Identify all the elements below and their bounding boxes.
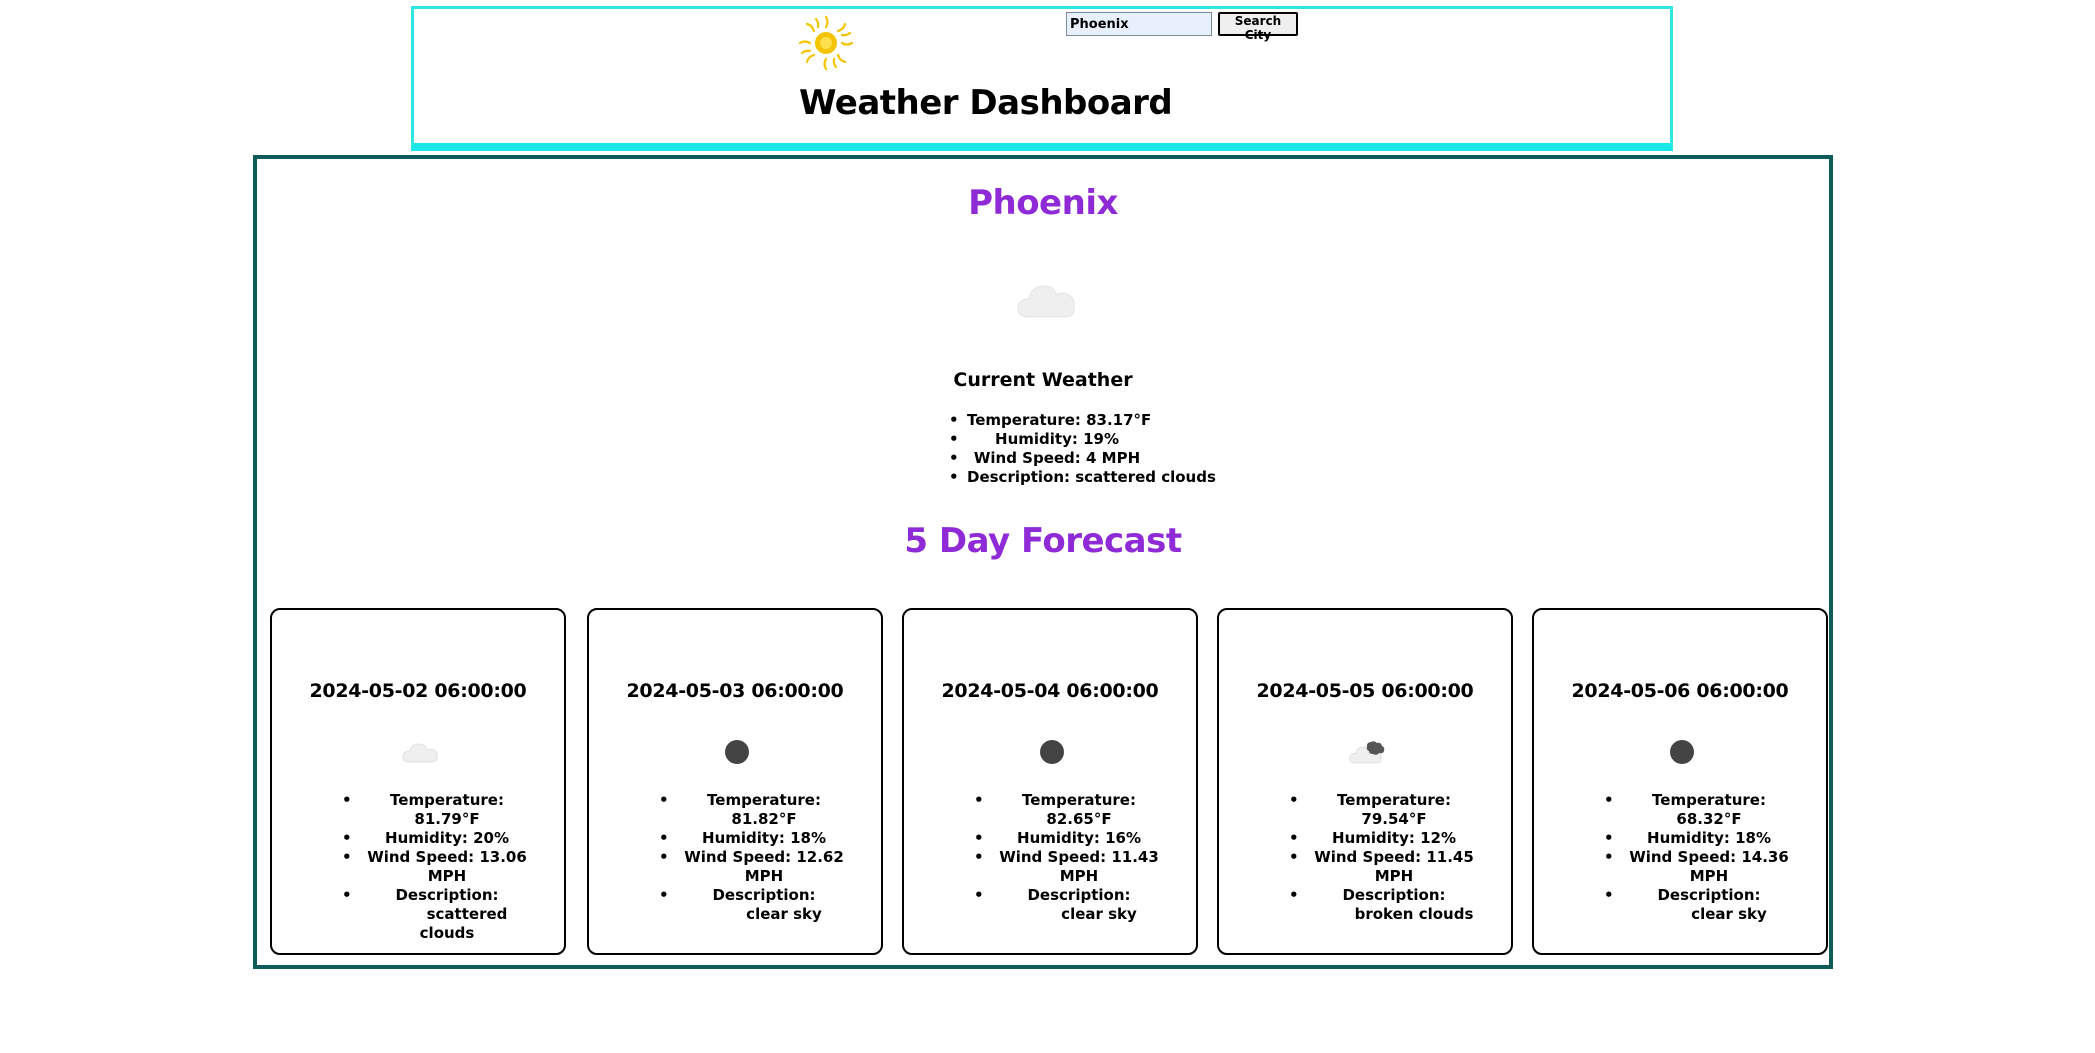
forecast-date: 2024-05-05 06:00:00	[1256, 680, 1474, 702]
forecast-date: 2024-05-04 06:00:00	[941, 680, 1159, 702]
forecast-heading: 5 Day Forecast	[904, 521, 1182, 561]
forecast-wind-speed: Wind Speed: 13.06 MPH	[342, 848, 532, 886]
cloud-icon	[402, 743, 438, 763]
weather-panel: Phoenix Current Weather Temperature: 83.…	[253, 155, 1833, 969]
forecast-description: Description: scattered clouds	[342, 886, 532, 943]
forecast-wind-speed: Wind Speed: 11.43 MPH	[974, 848, 1164, 886]
clear-sky-icon	[1040, 740, 1064, 764]
forecast-wind-speed: Wind Speed: 11.45 MPH	[1289, 848, 1479, 886]
current-wind-speed: Wind Speed: 4 MPH	[949, 449, 1147, 468]
forecast-details: Temperature: 81.79°F Humidity: 20% Wind …	[342, 791, 532, 943]
forecast-description: Description: broken clouds	[1289, 886, 1479, 924]
forecast-description: Description: clear sky	[974, 886, 1164, 924]
current-description: Description: scattered clouds	[949, 468, 1216, 487]
forecast-details: Temperature: 82.65°F Humidity: 16% Wind …	[974, 791, 1164, 924]
broken-clouds-icon	[1349, 741, 1385, 764]
forecast-details: Temperature: 79.54°F Humidity: 12% Wind …	[1289, 791, 1479, 924]
forecast-humidity: Humidity: 16%	[974, 829, 1164, 848]
city-name: Phoenix	[968, 183, 1118, 223]
clear-sky-icon	[725, 740, 749, 764]
forecast-details: Temperature: 68.32°F Humidity: 18% Wind …	[1604, 791, 1794, 924]
forecast-card: 2024-05-05 06:00:00 Temperature: 79.54°F…	[1217, 608, 1513, 955]
forecast-wind-speed: Wind Speed: 14.36 MPH	[1604, 848, 1794, 886]
forecast-temperature: Temperature: 68.32°F	[1604, 791, 1794, 829]
forecast-description-label: Description:	[1027, 886, 1131, 904]
header: Weather Dashboard Search City	[411, 6, 1673, 151]
forecast-description-value: clear sky	[1061, 905, 1137, 923]
forecast-date: 2024-05-02 06:00:00	[309, 680, 527, 702]
forecast-date: 2024-05-03 06:00:00	[626, 680, 844, 702]
forecast-description-value: clear sky	[746, 905, 822, 923]
cloud-icon	[1017, 285, 1075, 318]
forecast-humidity: Humidity: 20%	[342, 829, 532, 848]
forecast-humidity: Humidity: 18%	[659, 829, 849, 848]
forecast-description-label: Description:	[395, 886, 499, 904]
forecast-card: 2024-05-03 06:00:00 Temperature: 81.82°F…	[587, 608, 883, 955]
current-weather-heading: Current Weather	[953, 369, 1133, 391]
forecast-humidity: Humidity: 12%	[1289, 829, 1479, 848]
current-weather-list: Temperature: 83.17°F Humidity: 19% Wind …	[949, 411, 1216, 487]
forecast-temperature: Temperature: 81.82°F	[659, 791, 849, 829]
forecast-description: Description: clear sky	[1604, 886, 1794, 924]
forecast-temperature: Temperature: 81.79°F	[342, 791, 532, 829]
search-input[interactable]	[1066, 12, 1212, 36]
forecast-description-value: clear sky	[1691, 905, 1767, 923]
forecast-description-label: Description:	[1342, 886, 1446, 904]
forecast-card: 2024-05-06 06:00:00 Temperature: 68.32°F…	[1532, 608, 1828, 955]
current-humidity: Humidity: 19%	[949, 430, 1147, 449]
forecast-description-label: Description:	[1657, 886, 1761, 904]
clear-sky-icon	[1670, 740, 1694, 764]
forecast-details: Temperature: 81.82°F Humidity: 18% Wind …	[659, 791, 849, 924]
forecast-date: 2024-05-06 06:00:00	[1571, 680, 1789, 702]
forecast-description-value: scattered clouds	[419, 905, 508, 942]
forecast-card: 2024-05-02 06:00:00 Temperature: 81.79°F…	[270, 608, 566, 955]
forecast-temperature: Temperature: 79.54°F	[1289, 791, 1479, 829]
current-temperature: Temperature: 83.17°F	[949, 411, 1151, 430]
page-title: Weather Dashboard	[799, 83, 1173, 123]
forecast-description-value: broken clouds	[1354, 905, 1474, 923]
forecast-temperature: Temperature: 82.65°F	[974, 791, 1164, 829]
forecast-card: 2024-05-04 06:00:00 Temperature: 82.65°F…	[902, 608, 1198, 955]
forecast-humidity: Humidity: 18%	[1604, 829, 1794, 848]
search-city-button[interactable]: Search City	[1218, 12, 1298, 42]
sun-icon	[798, 15, 854, 71]
forecast-description: Description: clear sky	[659, 886, 849, 924]
forecast-wind-speed: Wind Speed: 12.62 MPH	[659, 848, 849, 886]
forecast-description-label: Description:	[712, 886, 816, 904]
